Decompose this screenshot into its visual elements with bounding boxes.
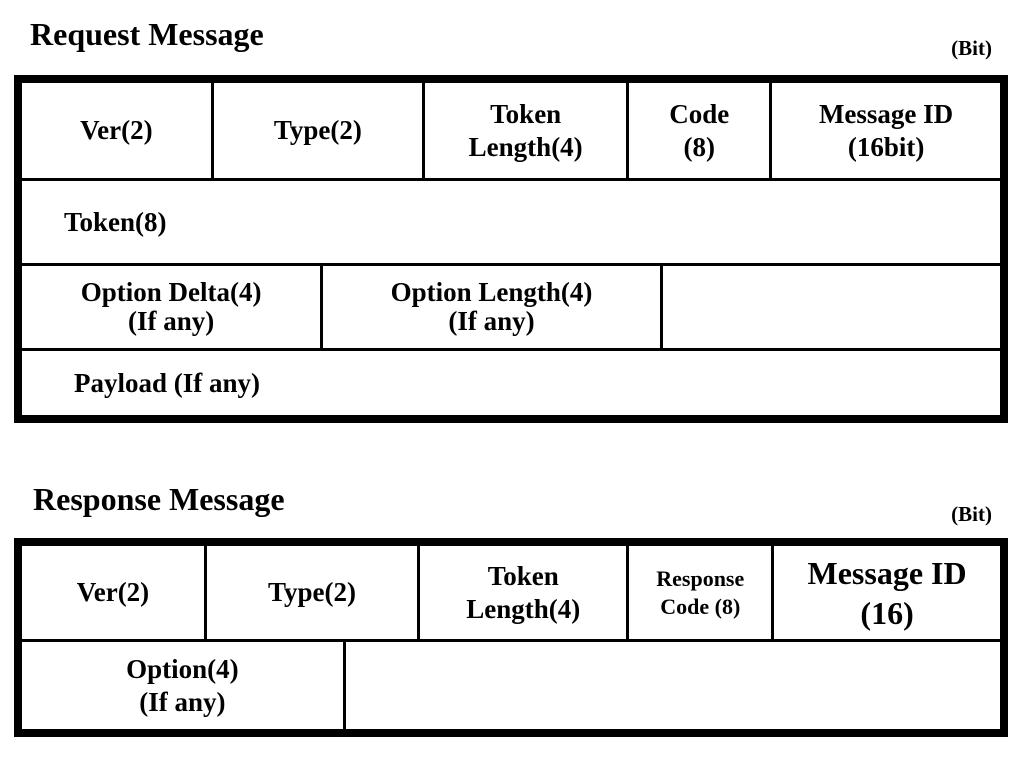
- request-field-payload: Payload (If any): [22, 351, 1000, 415]
- field-label: (If any): [448, 306, 535, 336]
- request-option-row-empty-cell: [659, 266, 1000, 348]
- request-field-type: Type(2): [210, 83, 422, 178]
- request-message-title: Request Message: [30, 16, 264, 52]
- response-message-title: Response Message: [33, 481, 285, 517]
- field-label: (If any): [128, 306, 215, 336]
- field-label: Response: [656, 566, 745, 591]
- response-field-option: Option(4) (If any): [22, 642, 343, 729]
- response-field-response-code: Response Code (8): [626, 546, 771, 639]
- field-label: Type(2): [268, 577, 356, 608]
- field-label: (If any): [139, 686, 226, 717]
- request-field-code: Code (8): [626, 83, 769, 178]
- field-label: Type(2): [273, 115, 362, 146]
- response-header-row: Ver(2) Type(2) Token Length(4) Response …: [22, 546, 1000, 639]
- field-label: Payload (If any): [74, 367, 261, 398]
- field-label: Option Delta(4): [80, 276, 262, 307]
- field-label: Ver(2): [76, 577, 150, 608]
- field-label: Length(4): [468, 131, 583, 162]
- response-bit-unit-label: (Bit): [951, 502, 992, 526]
- response-field-ver: Ver(2): [22, 546, 204, 639]
- request-field-option-length: Option Length(4) (If any): [320, 266, 659, 348]
- request-option-row: Option Delta(4) (If any) Option Length(4…: [22, 263, 1000, 348]
- field-label: (16): [860, 594, 914, 631]
- field-label: Length(4): [466, 593, 581, 624]
- request-token-row: Token(8): [22, 178, 1000, 263]
- field-label: (8): [683, 131, 715, 162]
- field-label: Message ID: [818, 98, 954, 129]
- field-label: Option Length(4): [390, 276, 593, 307]
- field-label: Token: [487, 560, 559, 591]
- request-bit-unit-label: (Bit): [951, 36, 992, 60]
- response-option-row-empty-cell: [342, 642, 1000, 729]
- request-header-row: Ver(2) Type(2) Token Length(4) Code (8) …: [22, 83, 1000, 178]
- field-label: Token(8): [64, 206, 167, 237]
- response-field-token-length: Token Length(4): [417, 546, 626, 639]
- request-field-option-delta: Option Delta(4) (If any): [22, 266, 320, 348]
- response-option-row: Option(4) (If any): [22, 639, 1000, 729]
- request-field-ver: Ver(2): [22, 83, 211, 178]
- field-label: Message ID: [807, 554, 967, 591]
- response-field-type: Type(2): [203, 546, 417, 639]
- response-field-message-id: Message ID (16): [771, 546, 1000, 639]
- field-label: Code: [669, 98, 730, 129]
- field-label: Ver(2): [80, 115, 153, 146]
- request-payload-row: Payload (If any): [22, 348, 1000, 415]
- request-field-message-id: Message ID (16bit): [769, 83, 1000, 178]
- response-message-table: Ver(2) Type(2) Token Length(4) Response …: [14, 538, 1008, 737]
- field-label: Option(4): [126, 653, 239, 684]
- request-field-token: Token(8): [22, 181, 1000, 263]
- request-field-token-length: Token Length(4): [421, 83, 626, 178]
- field-label: Token: [490, 98, 562, 129]
- request-message-table: Ver(2) Type(2) Token Length(4) Code (8) …: [14, 75, 1008, 423]
- field-label: (16bit): [847, 131, 925, 162]
- field-label: Code (8): [660, 593, 741, 619]
